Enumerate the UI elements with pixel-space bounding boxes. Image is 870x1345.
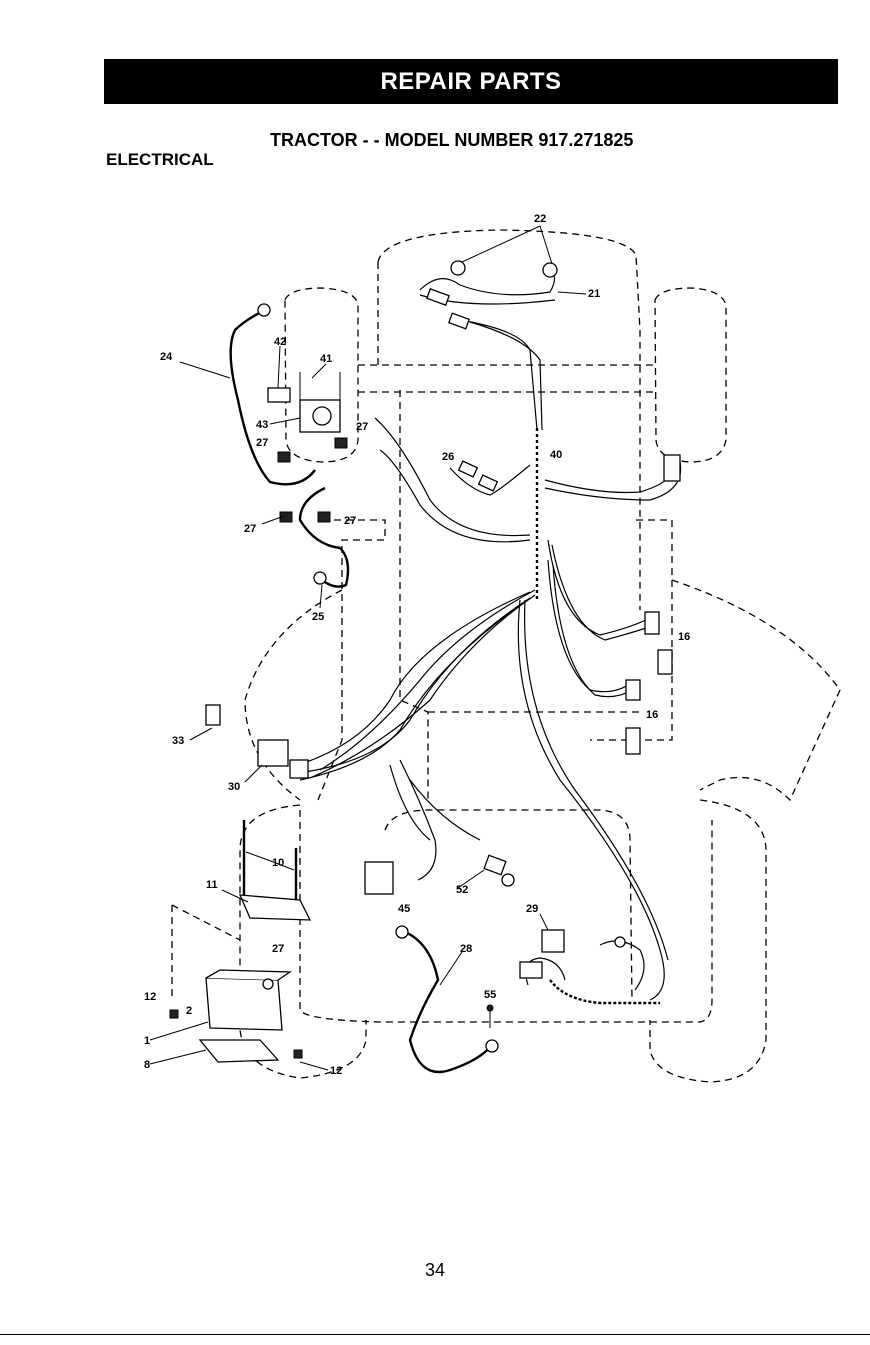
- hood-outline: [378, 230, 640, 610]
- coiled-lead: [550, 980, 660, 1003]
- callout-12-a: 12: [144, 991, 156, 1003]
- callout-16-a: 16: [678, 631, 690, 643]
- callout-42: 42: [274, 336, 286, 348]
- cable-25: [300, 488, 348, 587]
- callout-55: 55: [484, 989, 496, 1001]
- callout-12-b: 12: [330, 1065, 342, 1077]
- switch-29: [542, 930, 564, 952]
- headlight-wire: [420, 268, 555, 295]
- seat-outline: [385, 810, 632, 1000]
- callout-27-c: 27: [244, 523, 256, 535]
- components: [170, 261, 680, 1062]
- ignition-switch-30: [258, 740, 288, 766]
- leader-lines: [150, 226, 586, 1070]
- callout-labels: 22 21 24 42 41 43 27 27 27 27 26 40 25 1…: [144, 213, 690, 1077]
- bottom-rule: [0, 1334, 870, 1335]
- callout-26: 26: [442, 451, 454, 463]
- battery-tray-8: [200, 1040, 278, 1062]
- callout-2: 2: [186, 1005, 192, 1017]
- callout-11: 11: [206, 879, 218, 891]
- callout-1: 1: [144, 1035, 150, 1047]
- front-left-wheel: [285, 288, 358, 462]
- callout-25: 25: [312, 611, 324, 623]
- callout-27-e: 27: [272, 943, 284, 955]
- callout-16-b: 16: [646, 709, 658, 721]
- callout-8: 8: [144, 1059, 150, 1071]
- callout-52: 52: [456, 884, 468, 896]
- callout-27-b: 27: [356, 421, 368, 433]
- connector-16a-socket: [645, 612, 659, 634]
- fuse-33: [206, 705, 220, 725]
- body-right: [590, 520, 672, 740]
- headlight-bulb-right: [543, 263, 557, 277]
- seat-switch-52: [484, 855, 506, 874]
- callout-41: 41: [320, 353, 332, 365]
- wire-harness: [231, 268, 681, 1072]
- rear-right-wheel: [650, 800, 766, 1082]
- callout-45: 45: [398, 903, 410, 915]
- callout-40: 40: [550, 449, 562, 461]
- frame-left: [400, 390, 428, 800]
- connector-16b-socket: [626, 680, 640, 700]
- module-45: [365, 862, 393, 894]
- callout-28: 28: [460, 943, 472, 955]
- callout-24: 24: [160, 351, 173, 363]
- callout-27-a: 27: [256, 437, 268, 449]
- front-right-wheel: [655, 288, 726, 462]
- seat-deck: [300, 810, 712, 1022]
- cable-28: [400, 930, 492, 1072]
- rear-left-wheel: [240, 805, 366, 1078]
- callout-27-d: 27: [344, 515, 356, 527]
- callout-43: 43: [256, 419, 268, 431]
- callout-30: 30: [228, 781, 240, 793]
- callout-22: 22: [534, 213, 546, 225]
- headlight-bulb-left: [451, 261, 465, 275]
- callout-33: 33: [172, 735, 184, 747]
- body-left: [318, 520, 385, 800]
- connector-16b: [626, 728, 640, 754]
- page-number: 34: [0, 1260, 870, 1281]
- cable-clamp-42: [268, 388, 290, 402]
- front-axle: [358, 365, 658, 392]
- callout-21: 21: [588, 288, 600, 300]
- callout-29: 29: [526, 903, 538, 915]
- connector-40: [664, 455, 680, 481]
- connector-16a: [658, 650, 672, 674]
- callout-10: 10: [272, 857, 284, 869]
- fender-right: [672, 580, 840, 800]
